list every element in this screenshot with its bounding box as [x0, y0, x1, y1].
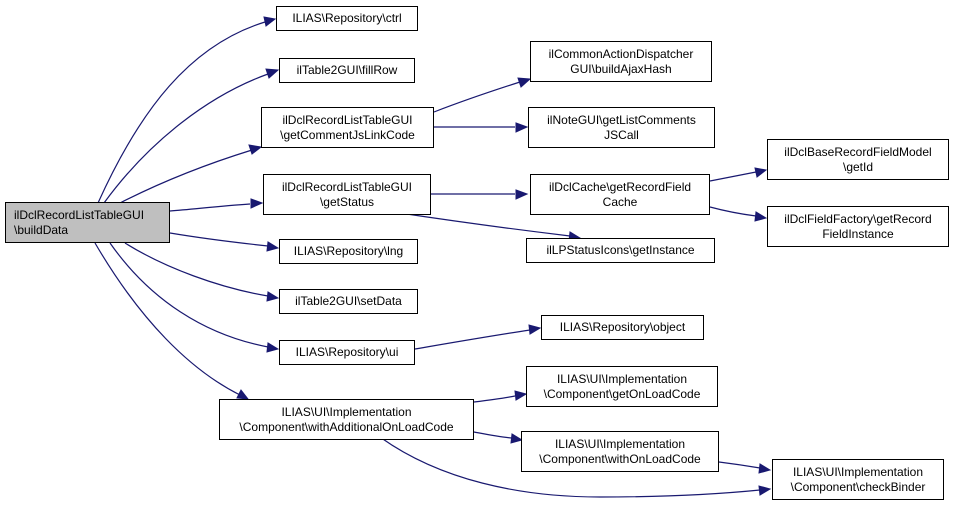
node-getrecordfieldinstance[interactable]: ilDclFieldFactory\getRecord FieldInstanc…: [767, 206, 949, 247]
edge-getrecordfieldcache-to-getid: [709, 167, 768, 182]
node-label-line: JSCall: [604, 127, 639, 142]
node-getstatus[interactable]: ilDclRecordListTableGUI \getStatus: [263, 174, 431, 215]
edge-root-to-setdata: [124, 242, 280, 302]
node-buildajaxhash[interactable]: ilCommonActionDispatcher GUI\buildAjaxHa…: [530, 41, 712, 82]
edge-withadditional-to-withonloadcode: [473, 431, 524, 444]
node-label-line: ilCommonActionDispatcher: [548, 46, 694, 61]
edge-withonloadcode-to-checkbinder: [718, 461, 772, 474]
node-label-line: ilDclRecordListTableGUI: [282, 112, 413, 127]
node-label-line: ilTable2GUI\setData: [295, 294, 402, 308]
edge-root-to-getstatus: [169, 198, 264, 212]
node-withonloadcode[interactable]: ILIAS\UI\Implementation \Component\withO…: [521, 431, 719, 472]
node-getlistcommentsjscall[interactable]: ilNoteGUI\getListComments JSCall: [528, 107, 715, 148]
edge-getstatus-to-lpstatusicons: [399, 212, 582, 242]
node-label-line: ILIAS\Repository\ctrl: [292, 11, 402, 25]
edge-root-to-getcommentjs: [119, 144, 263, 204]
node-label-line: GUI\buildAjaxHash: [570, 61, 672, 76]
node-label-line: ilDclCache\getRecordField: [548, 179, 692, 194]
node-label-line: \Component\withAdditionalOnLoadCode: [239, 419, 454, 434]
node-label-line: \Component\checkBinder: [790, 479, 926, 494]
edge-root-to-lng: [169, 232, 280, 252]
edge-withadditional-to-checkbinder: [379, 436, 772, 498]
node-label-line: ilDclFieldFactory\getRecord: [784, 211, 932, 226]
node-repository-ui[interactable]: ILIAS\Repository\ui: [279, 340, 415, 365]
node-repository-lng[interactable]: ILIAS\Repository\lng: [279, 239, 418, 264]
node-label-line: \getId: [842, 159, 874, 174]
edge-getcommentjs-to-buildajaxhash: [433, 77, 532, 113]
edge-root-to-ctrl: [97, 16, 277, 204]
node-getid[interactable]: ilDclBaseRecordFieldModel \getId: [767, 139, 949, 180]
edge-withadditional-to-getonloadcode: [473, 390, 528, 403]
edge-getcommentjs-to-getlistcomments: [434, 122, 529, 133]
node-label-line: ILIAS\UI\Implementation: [556, 371, 688, 386]
node-root-builddata[interactable]: ilDclRecordListTableGUI \buildData: [5, 202, 170, 243]
node-label-line: ILIAS\UI\Implementation: [792, 464, 924, 479]
node-label-line: FieldInstance: [822, 226, 894, 241]
node-getonloadcode[interactable]: ILIAS\UI\Implementation \Component\getOn…: [526, 366, 718, 407]
node-label-line: ilDclRecordListTableGUI: [281, 179, 413, 194]
node-table2gui-fillrow[interactable]: ilTable2GUI\fillRow: [279, 58, 415, 83]
edge-root-to-withadditional: [94, 242, 250, 400]
node-label-line: \getStatus: [319, 194, 375, 209]
node-label-line: ILIAS\UI\Implementation: [281, 404, 412, 419]
node-label-line: ilTable2GUI\fillRow: [296, 63, 398, 77]
node-label-line: \Component\withOnLoadCode: [539, 451, 701, 466]
node-getrecordfieldcache[interactable]: ilDclCache\getRecordField Cache: [530, 174, 710, 215]
edge-getrecordfieldcache-to-getrecordfieldinstance: [709, 206, 768, 222]
edge-root-to-ui: [109, 242, 280, 353]
node-lpstatusicons-getinstance[interactable]: ilLPStatusIcons\getInstance: [526, 238, 715, 263]
node-checkbinder[interactable]: ILIAS\UI\Implementation \Component\check…: [772, 459, 944, 500]
node-repository-object[interactable]: ILIAS\Repository\object: [541, 315, 704, 340]
node-label-line: \getCommentJsLinkCode: [280, 127, 415, 142]
node-repository-ctrl[interactable]: ILIAS\Repository\ctrl: [276, 6, 418, 31]
node-label-line: ILIAS\Repository\object: [559, 320, 686, 334]
edge-ui-to-object: [414, 324, 542, 350]
node-label-line: ilLPStatusIcons\getInstance: [546, 243, 695, 257]
node-label-line: ILIAS\Repository\ui: [295, 345, 399, 359]
node-label-line: ilDclRecordListTableGUI: [14, 207, 145, 222]
node-label-line: ilDclBaseRecordFieldModel: [784, 144, 932, 159]
node-label-line: \buildData: [14, 222, 69, 237]
node-label-line: ILIAS\UI\Implementation: [554, 436, 686, 451]
node-label-line: \Component\getOnLoadCode: [543, 386, 701, 401]
node-label-line: ilNoteGUI\getListComments: [547, 112, 696, 127]
edge-getstatus-to-getrecordfieldcache: [431, 189, 529, 200]
node-getcommentjslinkcode[interactable]: ilDclRecordListTableGUI \getCommentJsLin…: [261, 107, 434, 148]
node-table2gui-setdata[interactable]: ilTable2GUI\setData: [279, 289, 418, 314]
node-label-line: ILIAS\Repository\lng: [293, 244, 404, 258]
node-label-line: Cache: [602, 194, 638, 209]
node-withadditionalonloadcode[interactable]: ILIAS\UI\Implementation \Component\withA…: [219, 399, 474, 440]
edge-root-to-fillrow: [103, 68, 280, 204]
